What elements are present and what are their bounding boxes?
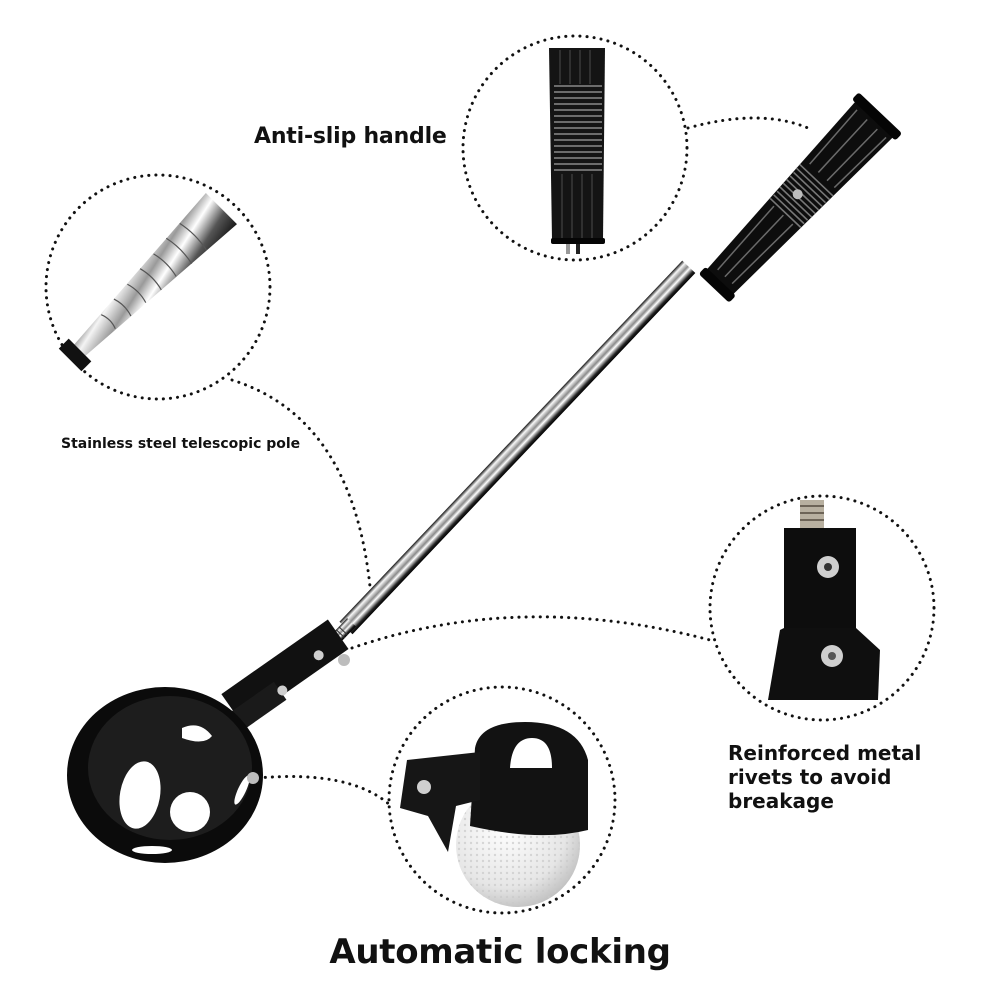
- detail-pole-closeup: [58, 193, 237, 372]
- ball-cup: [67, 654, 350, 863]
- telescopic-pole: [332, 260, 696, 643]
- leader-lines: [230, 116, 810, 807]
- detail-locking-closeup: [400, 722, 588, 907]
- rivets-label-line-2: rivets to avoid: [728, 765, 892, 789]
- callout-label-telescopic-pole: Stainless steel telescopic pole: [61, 436, 301, 452]
- callout-circle-pole: [44, 173, 272, 401]
- callout-circle-rivets: [708, 494, 936, 722]
- callout-label-automatic-locking: Automatic locking: [329, 932, 671, 972]
- rivets-label-line-1: Reinforced metal: [728, 741, 922, 765]
- callout-label-anti-slip-handle: Anti-slip handle: [254, 124, 447, 149]
- detail-rivets-closeup: [768, 500, 880, 700]
- callout-circle-locking: [387, 685, 617, 915]
- rivets-label-line-3: breakage: [728, 789, 834, 813]
- callout-label-reinforced-rivets: Reinforced metal rivets to avoid breakag…: [728, 741, 958, 813]
- detail-handle-closeup: [549, 48, 605, 254]
- handle: [699, 93, 901, 302]
- callout-circle-handle: [461, 34, 689, 262]
